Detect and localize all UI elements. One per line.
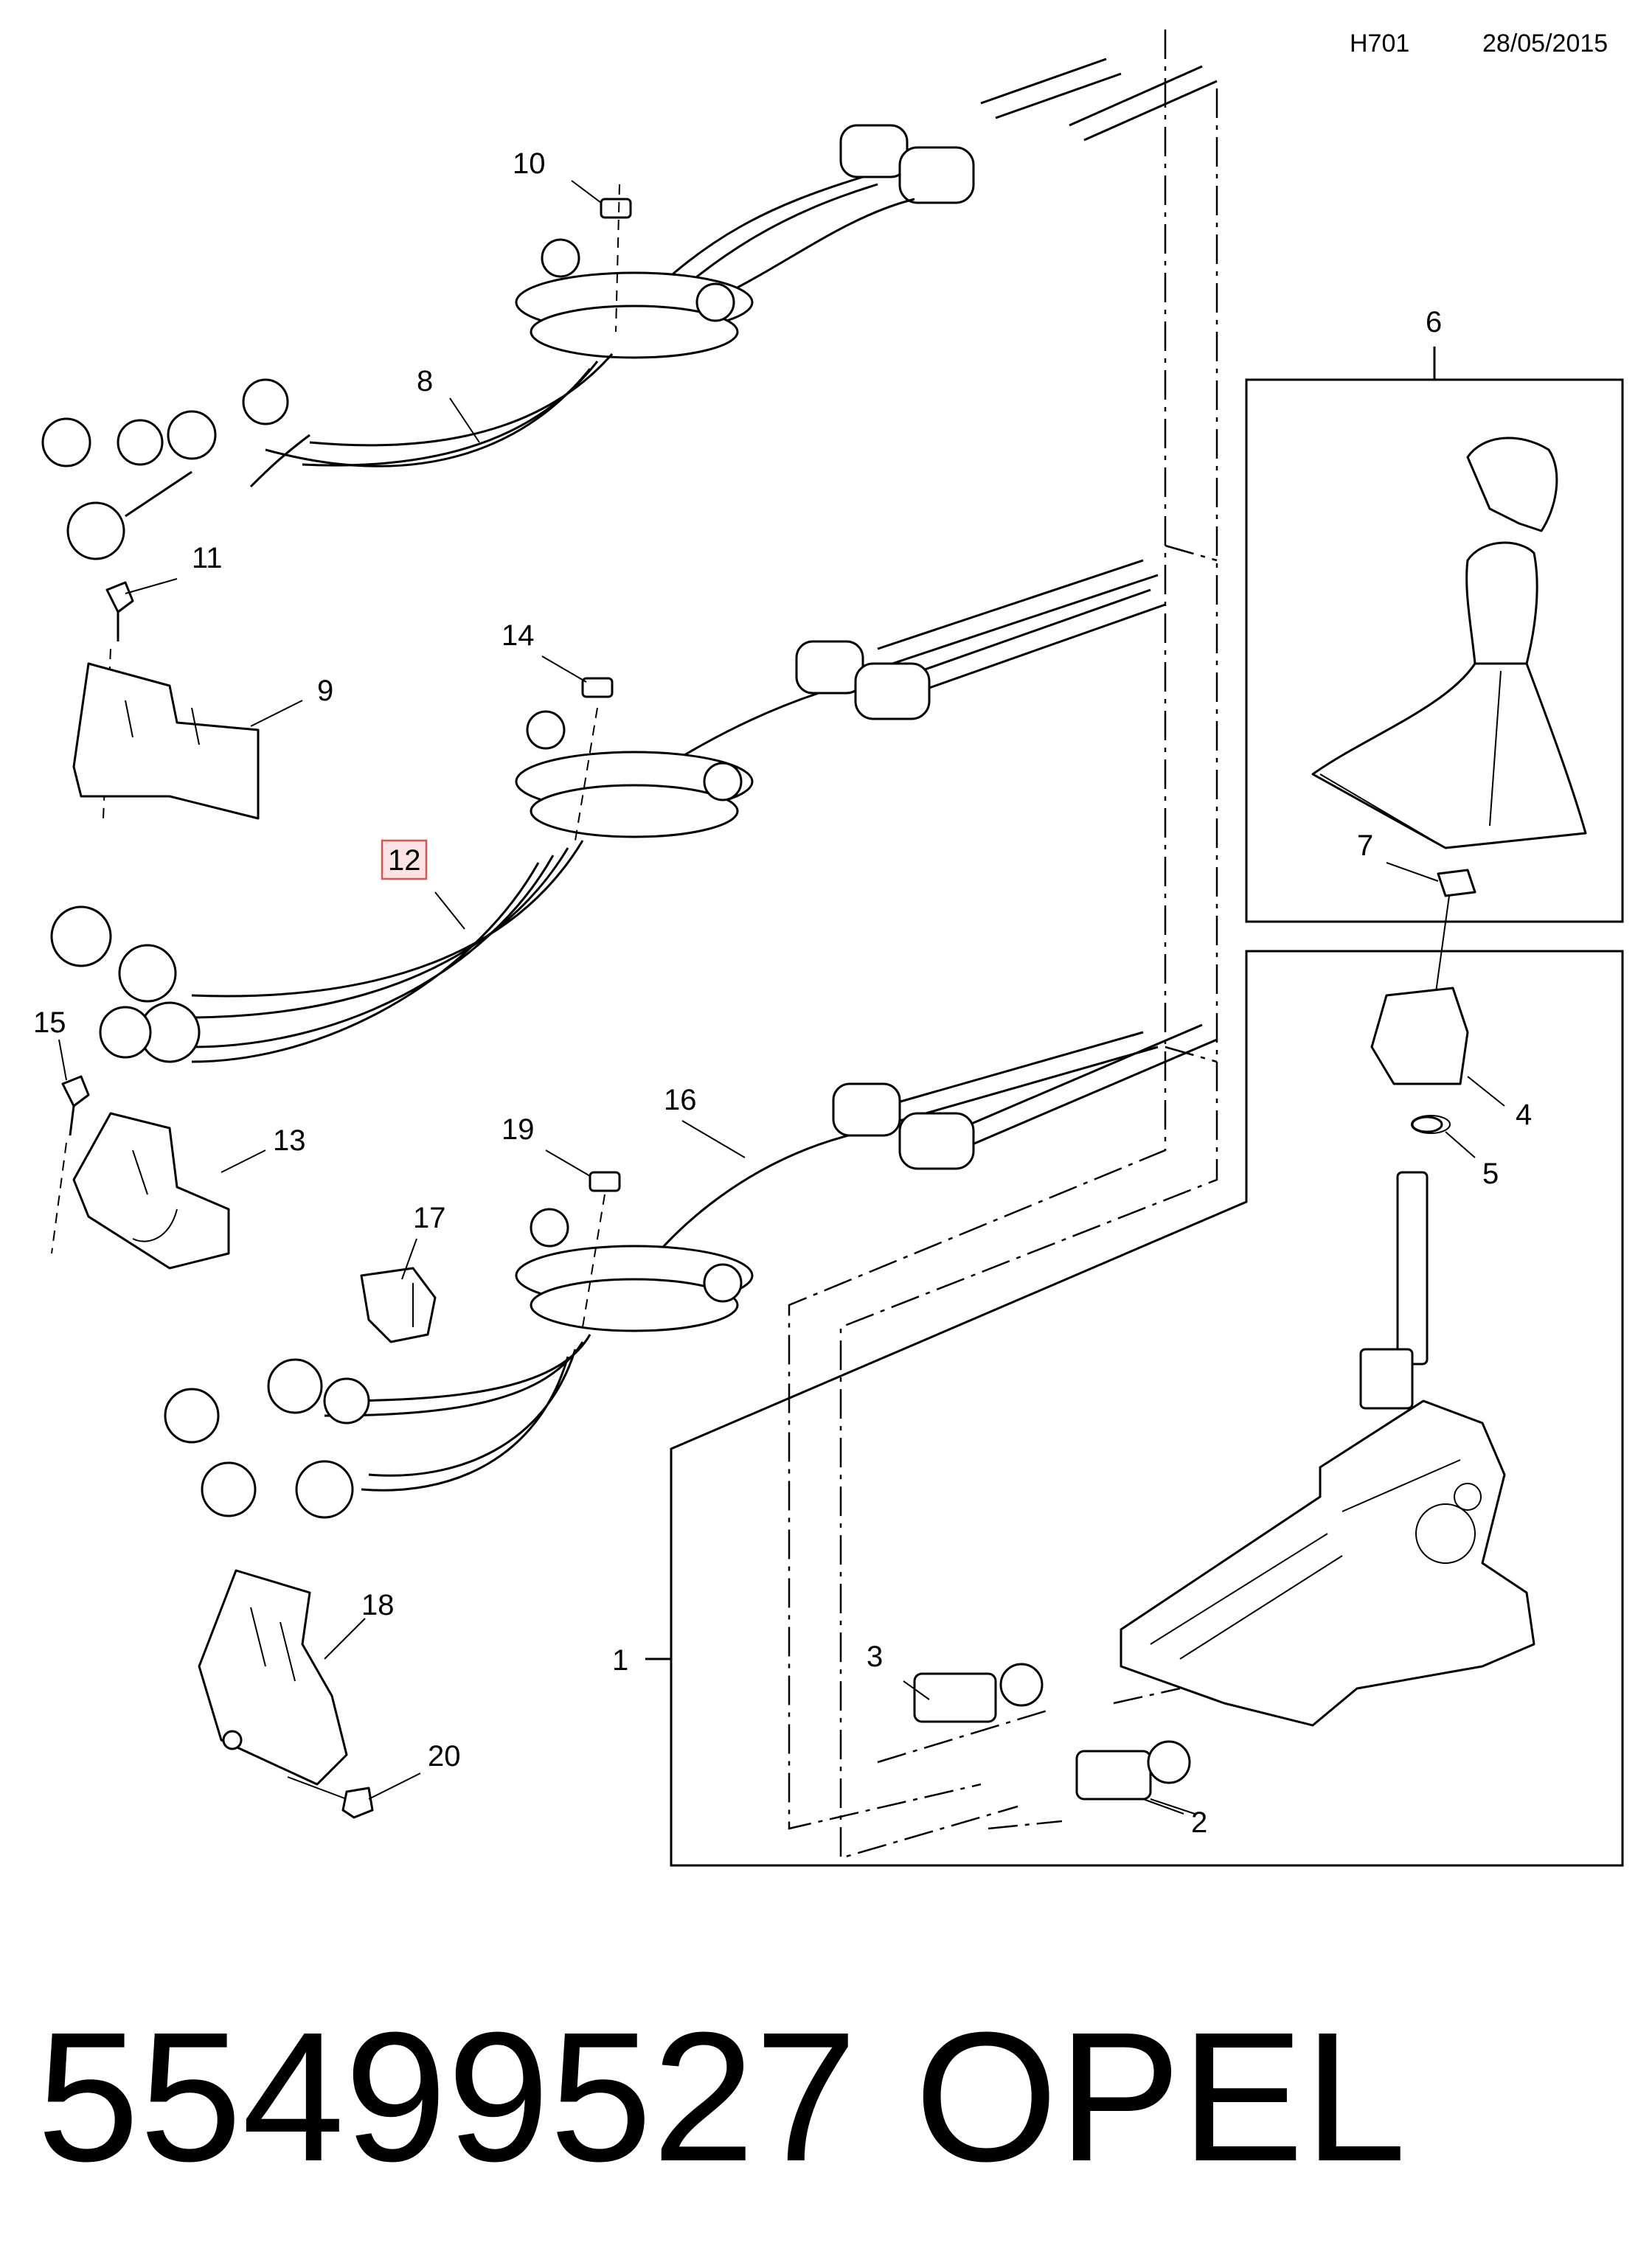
diagram-code: H701 bbox=[1350, 29, 1409, 58]
callouts: 10 8 11 9 14 12 15 13 16 19 17 18 20 6 7… bbox=[33, 147, 1532, 1839]
callout-3: 3 bbox=[867, 1641, 883, 1673]
nut-14 bbox=[575, 677, 614, 841]
seal-5 bbox=[1411, 1115, 1451, 1134]
callout-20: 20 bbox=[428, 1740, 461, 1773]
callout-9: 9 bbox=[317, 675, 333, 707]
nut-19 bbox=[582, 1171, 621, 1328]
clip-17 bbox=[360, 1267, 437, 1343]
leader-lines bbox=[58, 180, 1505, 1815]
bolt-11 bbox=[103, 581, 134, 819]
callout-1: 1 bbox=[612, 1644, 628, 1677]
callout-19: 19 bbox=[502, 1113, 535, 1146]
callout-5: 5 bbox=[1482, 1158, 1499, 1190]
cable-end-2 bbox=[1075, 1740, 1195, 1815]
callout-18: 18 bbox=[361, 1589, 395, 1621]
callout-2: 2 bbox=[1191, 1806, 1207, 1839]
cable-assembly-12 bbox=[50, 559, 1166, 1063]
clip-7 bbox=[1434, 869, 1476, 1003]
callout-10: 10 bbox=[513, 147, 546, 180]
bracket-18 bbox=[198, 1569, 348, 1786]
nut-10 bbox=[600, 184, 632, 333]
cable-assembly-8 bbox=[41, 58, 1218, 560]
callout-13: 13 bbox=[273, 1124, 306, 1157]
bolt-15 bbox=[51, 1075, 90, 1254]
callout-17: 17 bbox=[413, 1202, 446, 1234]
nut-20 bbox=[287, 1776, 374, 1819]
callout-6: 6 bbox=[1426, 306, 1442, 338]
callout-12: 12 bbox=[388, 844, 421, 877]
cable-end-3 bbox=[913, 1663, 1044, 1723]
diagram-date: 28/05/2015 bbox=[1482, 29, 1608, 58]
bracket-13 bbox=[72, 1112, 230, 1270]
shift-knob-6 bbox=[1311, 436, 1587, 849]
callout-7: 7 bbox=[1357, 829, 1373, 862]
callout-15: 15 bbox=[33, 1006, 66, 1039]
guide-lines bbox=[788, 29, 1218, 1860]
callout-12-highlight bbox=[381, 839, 428, 880]
bracket-9 bbox=[72, 662, 260, 820]
callout-11: 11 bbox=[192, 542, 223, 574]
callout-16: 16 bbox=[664, 1084, 697, 1116]
shifter-assembly-1 bbox=[1120, 987, 1535, 1727]
callout-4: 4 bbox=[1516, 1099, 1532, 1131]
part-number: 55499527 bbox=[37, 1994, 857, 2199]
cable-assembly-16 bbox=[164, 1023, 1218, 1519]
part-1-frame bbox=[670, 950, 1624, 1867]
callout-8: 8 bbox=[417, 365, 433, 397]
callout-14: 14 bbox=[502, 619, 535, 652]
brand-name: OPEL bbox=[914, 1994, 1406, 2199]
